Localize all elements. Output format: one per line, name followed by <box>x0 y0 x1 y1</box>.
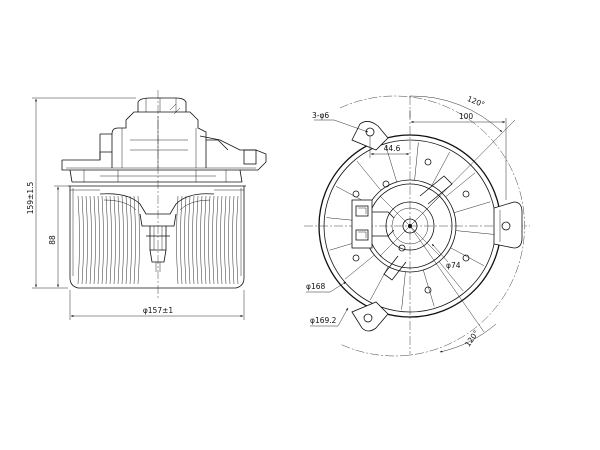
blade-line <box>232 195 235 285</box>
rib-line <box>414 142 419 181</box>
blade-line <box>109 195 112 285</box>
rib-line <box>344 254 375 280</box>
rib-line <box>385 145 397 183</box>
flange-arc <box>339 95 525 357</box>
blade-line <box>188 195 191 285</box>
fan-height-dimension-label: 88 <box>48 235 57 245</box>
blade-line <box>236 195 239 285</box>
blade-line <box>121 195 124 285</box>
blade-line <box>81 195 84 285</box>
mounting-flange <box>61 135 267 183</box>
flange-diameter-label: φ169.2 <box>310 316 337 325</box>
blade-line <box>113 195 116 285</box>
shaft <box>402 218 418 234</box>
hub-diameter-leader: φ74 <box>431 243 461 270</box>
rib-line <box>431 151 450 186</box>
blade-line <box>180 195 183 285</box>
rib-line <box>423 269 435 307</box>
blade-line <box>212 195 215 285</box>
angle-top-label: 120° <box>466 94 486 109</box>
bolt-hole <box>424 286 432 294</box>
connector <box>351 199 395 249</box>
front-view: 120° 120° 100 44.6 3-φ6 φ74 <box>304 94 530 357</box>
side-view: 159±1.5 88 φ157±1 <box>26 90 267 320</box>
blade-line <box>216 195 219 285</box>
blade-line <box>137 195 140 285</box>
width-dimension-label: 100 <box>459 112 474 121</box>
blade-line <box>97 195 100 285</box>
blade-line <box>105 195 108 285</box>
bolt-hole <box>352 254 360 262</box>
wheel-diameter-label: φ157±1 <box>143 306 174 315</box>
mounting-lug-right <box>493 201 523 249</box>
fan-wheel <box>68 181 246 289</box>
rib-line <box>438 261 464 292</box>
blade-line <box>200 195 203 285</box>
rib-line <box>401 271 406 310</box>
bolt-hole <box>462 190 470 198</box>
hub <box>385 201 435 251</box>
mounting-lug-top <box>351 121 389 151</box>
blade-line <box>224 195 227 285</box>
angle-dimension-bottom: 120° <box>409 225 497 353</box>
bolt-hole <box>424 158 432 166</box>
blade-line <box>196 195 199 285</box>
blade-line <box>125 195 128 285</box>
width-dimension: 100 <box>409 110 507 200</box>
bolt-hole <box>382 180 390 188</box>
blade-line <box>184 195 187 285</box>
holes-leader: 3-φ6 <box>312 111 369 133</box>
hub-diameter-label: φ74 <box>446 261 461 270</box>
blade-line <box>85 195 88 285</box>
blade-line <box>93 195 96 285</box>
bolt-hole <box>398 244 406 252</box>
offset-dimension: 44.6 <box>369 136 410 158</box>
height-dimension-label: 159±1.5 <box>26 182 35 215</box>
blade-line <box>228 195 231 285</box>
angle-bottom-label: 120° <box>463 328 481 348</box>
holes-label: 3-φ6 <box>312 111 329 120</box>
bolt-hole <box>352 190 360 198</box>
mounting-lug-bottom <box>351 301 389 332</box>
blade-line <box>220 195 223 285</box>
rib-line <box>455 230 494 235</box>
offset-dimension-label: 44.6 <box>384 144 401 153</box>
blade-line <box>192 195 195 285</box>
motor-body <box>99 97 229 168</box>
blade-line <box>208 195 211 285</box>
blade-line <box>117 195 120 285</box>
blade-line <box>133 195 136 285</box>
rib-line <box>356 160 382 191</box>
blade-line <box>77 195 80 285</box>
height-dimension: 159±1.5 <box>26 97 136 289</box>
blade-line <box>204 195 207 285</box>
housing-diameter-label: φ168 <box>306 282 325 291</box>
bolt-holes <box>352 158 470 294</box>
rib-line <box>445 172 476 198</box>
blade-line <box>176 195 179 285</box>
flange-diameter-leader: φ169.2 <box>310 307 349 327</box>
blade-line <box>89 195 92 285</box>
fan-height-dimension: 88 <box>48 185 68 288</box>
blades-right <box>176 195 239 285</box>
housing-diameter-leader: φ168 <box>306 281 347 293</box>
rib-line <box>453 201 491 213</box>
blades-left <box>77 195 140 285</box>
bolt-hole <box>462 254 470 262</box>
blade-line <box>129 195 132 285</box>
wheel-diameter-dimension: φ157±1 <box>69 290 245 320</box>
rib-line <box>450 247 485 266</box>
blade-line <box>101 195 104 285</box>
